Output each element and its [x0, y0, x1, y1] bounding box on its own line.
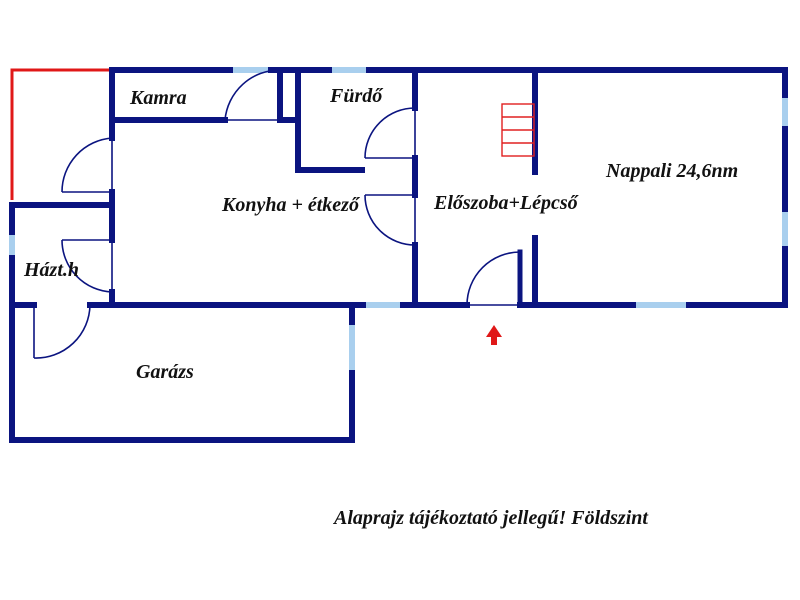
konyha-eloszoba-door: [364, 194, 416, 246]
windows: [9, 67, 788, 370]
room-label-kamra: Kamra: [129, 87, 187, 109]
doors: [33, 69, 521, 359]
kamra-door: [224, 69, 281, 121]
plan-caption: Alaprajz tájékoztató jellegű! Földszint: [332, 507, 649, 529]
room-label-nappali: Nappali 24,6nm: [605, 160, 738, 182]
room-label-garazs: Garázs: [136, 361, 194, 383]
kitchen-left-door: [61, 137, 113, 193]
red-boundary: [10, 68, 112, 200]
entrance-door: [466, 251, 521, 306]
room-label-furdo: Fürdő: [329, 85, 384, 107]
walls: [9, 67, 788, 443]
garage-door: [33, 304, 91, 359]
stairs-icon: [501, 103, 535, 157]
furdo-door: [364, 107, 416, 159]
room-label-konyha: Konyha + étkező: [221, 194, 361, 216]
room-label-eloszoba: Előszoba+Lépcső: [433, 192, 580, 214]
room-label-haztartasi: Házt.h: [23, 259, 79, 281]
haztartasi-kitchen-door: [61, 239, 113, 293]
entry-arrow-icon: [486, 325, 502, 345]
